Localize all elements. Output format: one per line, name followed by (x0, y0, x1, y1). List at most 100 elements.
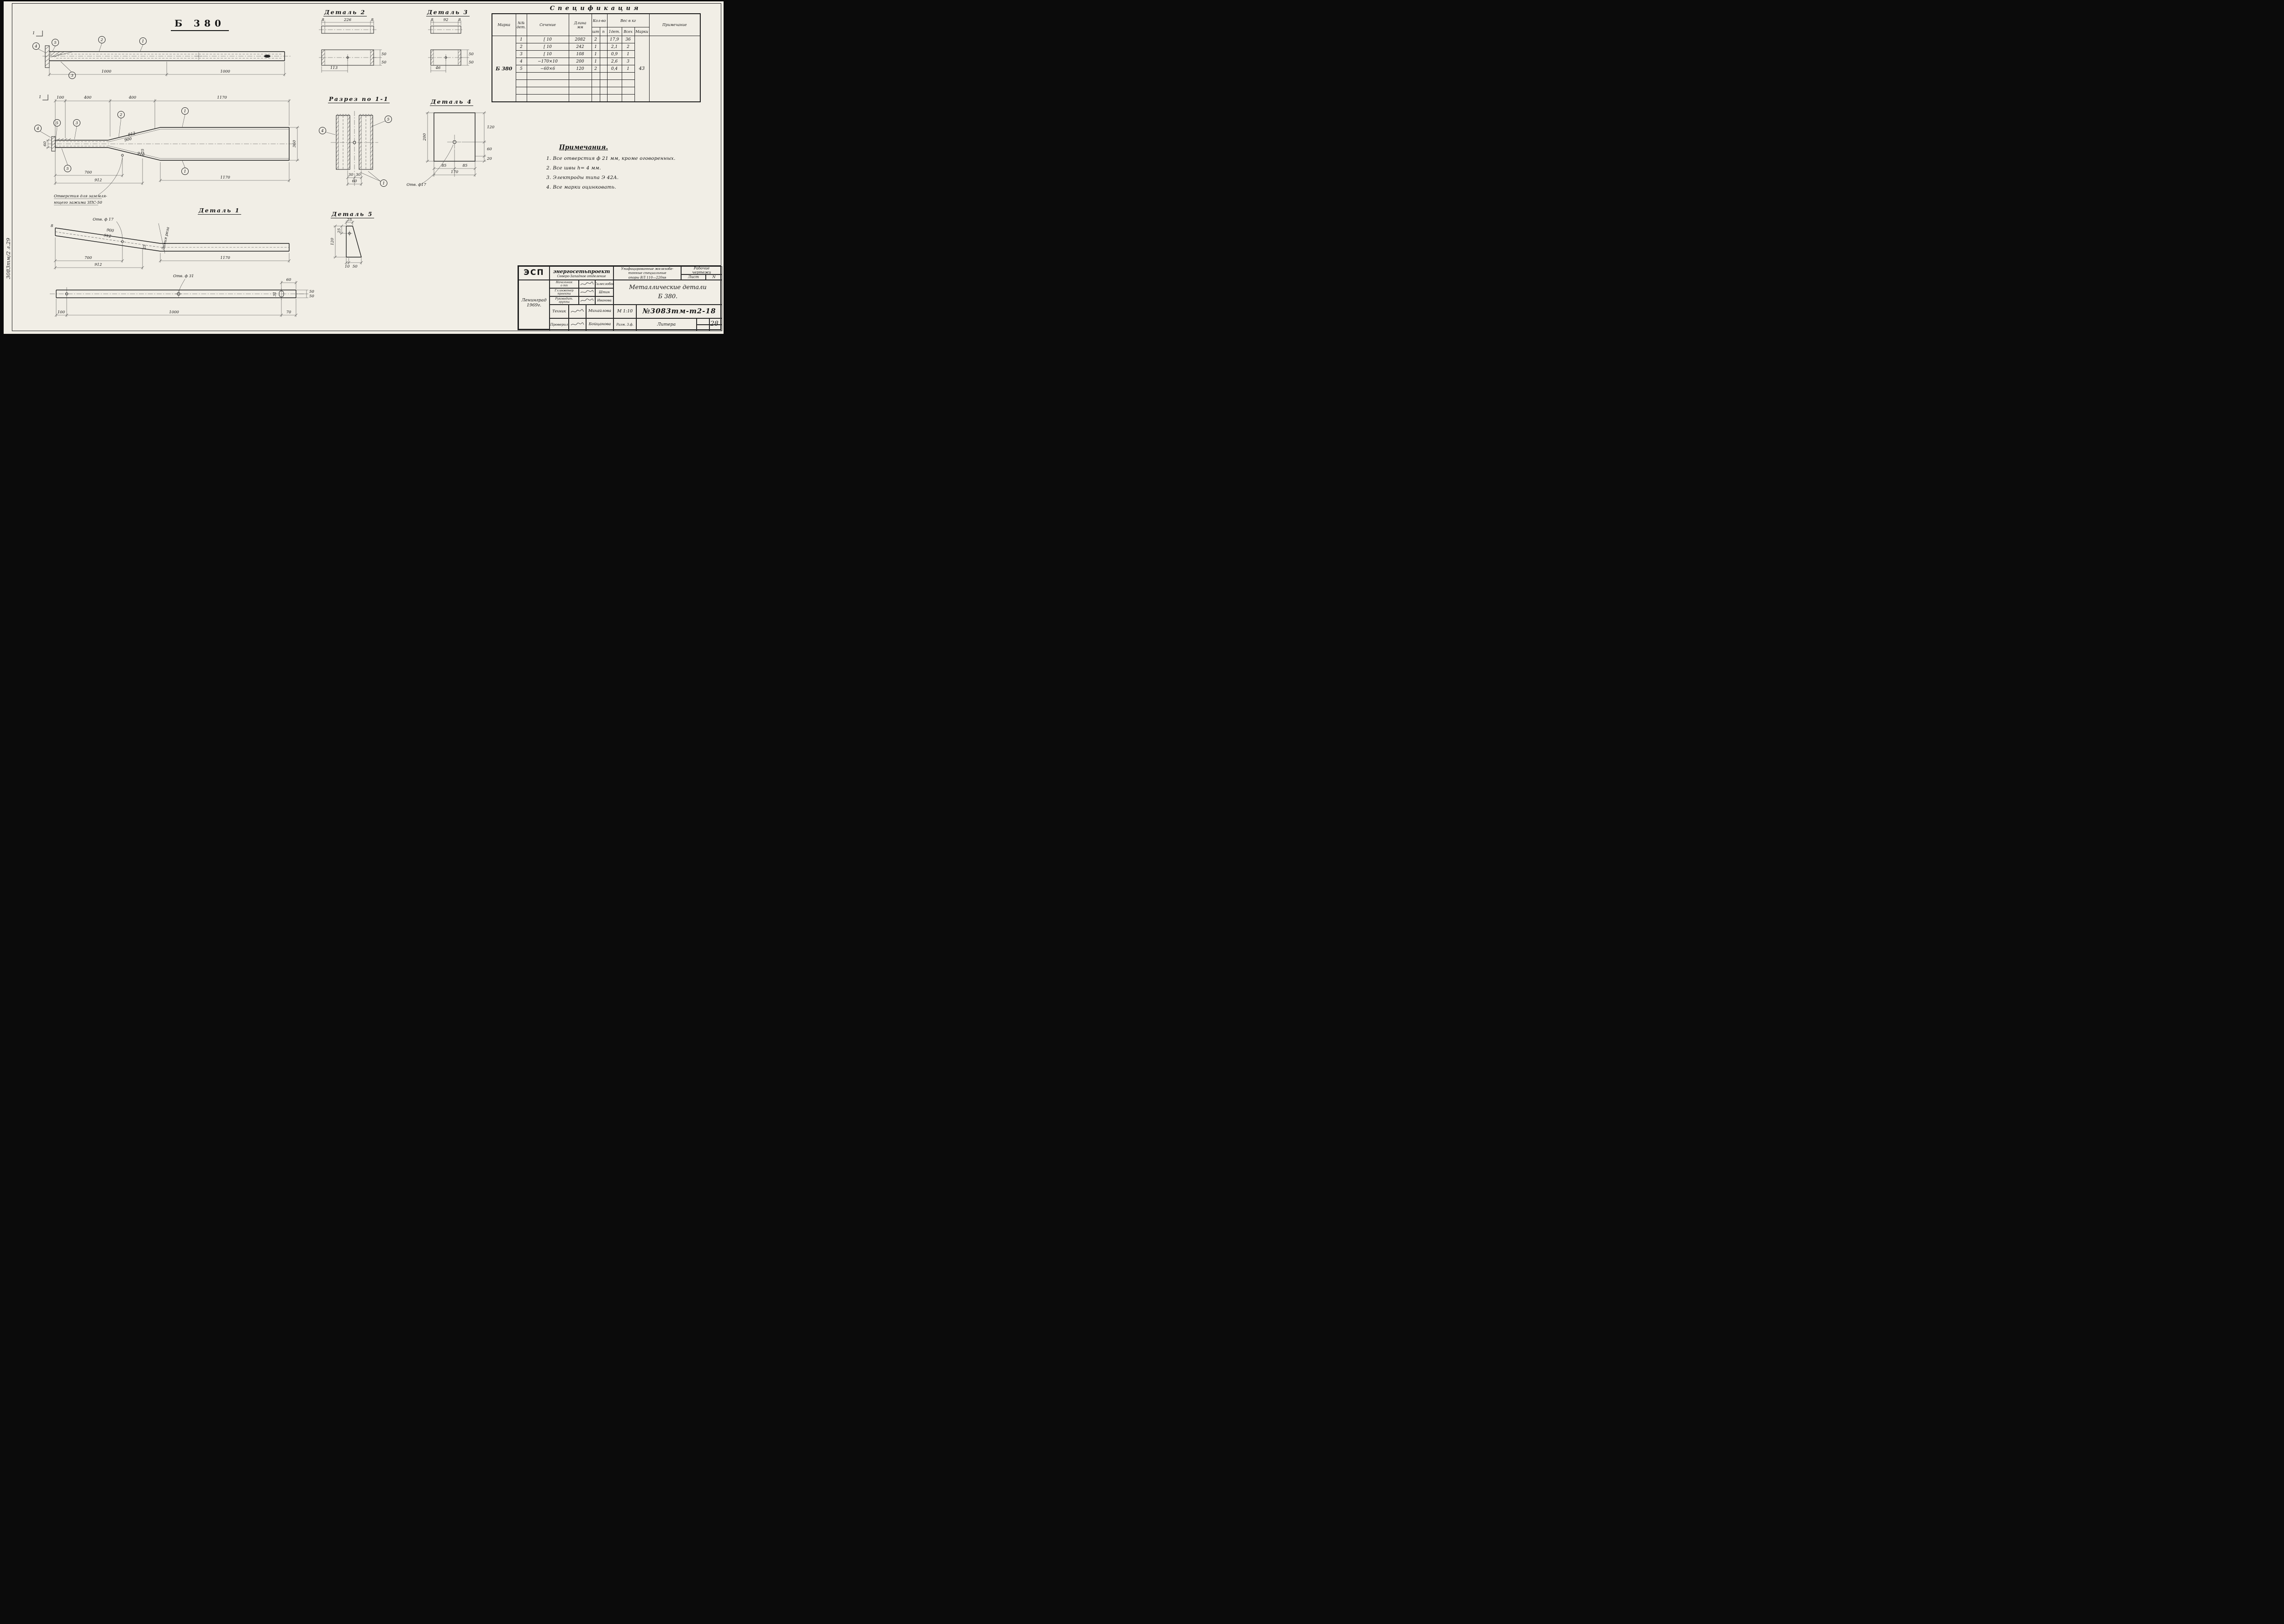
spec-cell: 2 (621, 43, 635, 51)
litera-box (709, 318, 722, 325)
spec-cell: 1 (591, 58, 600, 65)
signature-scribble (580, 298, 594, 302)
tech-role-cell: Техник (550, 305, 569, 318)
size-note-cell: Разм. 3.ф. (613, 318, 636, 331)
section-1-1-geometry (331, 111, 378, 186)
spec-cell: 0,9 (607, 50, 622, 58)
dim-label: 100 (58, 310, 65, 315)
spec-cell (599, 58, 608, 65)
spec-cell: 4 (515, 58, 527, 65)
dim-label: 8 (322, 18, 324, 22)
drawing-scan-page: 3083тм/2 л.29 Б 380 1 1000 1000 4 5 2 1 … (0, 0, 726, 340)
drawing-subject-cell: Металлические детали Б 380. (613, 280, 722, 305)
tech-signature-cell (569, 305, 586, 318)
dim-label: 92 (444, 18, 449, 22)
svg-text:4: 4 (321, 129, 323, 133)
detail3-drawing: 8 92 8 46 50 50 (428, 18, 474, 73)
dim-label: 60 (43, 141, 48, 146)
callout-5b: 5 (61, 148, 71, 172)
subject-line2: Б 380. (658, 293, 678, 300)
detail2-drawing: 8 226 8 113 50 50 (319, 18, 386, 73)
litera-box (697, 325, 709, 331)
spec-cell: 3 (621, 58, 635, 65)
detail5-geometry (333, 221, 363, 264)
callout-5: 5 (371, 116, 392, 127)
spec-row-empty (492, 79, 700, 87)
tech-name-cell: Михайлова (586, 305, 613, 318)
org-branch: Северо-Западное отделение (557, 274, 606, 278)
approval-role-l2: о тп (560, 284, 568, 287)
callout-5: 5 (52, 39, 59, 52)
dim-label: 70 (286, 310, 291, 315)
org-logo: ЭСП (518, 266, 550, 280)
spec-cell: 0,4 (607, 65, 622, 73)
notes-title: Примечания. (559, 144, 608, 151)
dim-label: 400 (128, 95, 137, 100)
approval-name-cell: Иванова (595, 296, 613, 305)
spec-cell: 120 (568, 65, 592, 73)
project-line2: тонные специальные (628, 271, 666, 275)
dim-label: 120 (487, 125, 495, 130)
spec-cell: −170×10 (526, 58, 569, 65)
svg-text:1: 1 (184, 169, 186, 174)
dim-label: 170 (451, 170, 459, 174)
svg-text:5: 5 (387, 117, 389, 122)
beam-side-view: 1 1000 1000 4 5 2 1 3 (32, 31, 292, 79)
detail4-geometry (421, 111, 486, 185)
note-item: 3. Электроды типа Э 42А. (546, 175, 619, 180)
org-name-cell: энергосетьпроект Северо-Западное отделен… (550, 266, 613, 280)
approval-role-l1: Гл.инженер (555, 289, 574, 292)
svg-text:5: 5 (56, 121, 58, 126)
spec-col-qty-sub1: шт (591, 27, 600, 36)
spec-col-detno-l2: дет. (517, 25, 526, 29)
city-year-cell: Ленинград 1969г. (518, 280, 550, 329)
detail5-drawing: 25 25 120 10 50 (330, 218, 363, 269)
section-cut-mark: 1 (39, 95, 41, 100)
spec-cell: 3 (515, 50, 527, 58)
callout-1: 1 (181, 107, 189, 127)
dim-label: 25 (337, 228, 342, 234)
callout-1b: 1 (181, 160, 189, 175)
signature-scribble (580, 290, 594, 293)
callout-3: 3 (73, 119, 80, 140)
dim-label: 912 (104, 233, 112, 239)
sheet-number-cell: N (706, 274, 722, 280)
approval-signature-cell (579, 296, 595, 305)
check-signature-cell (569, 318, 586, 331)
callout-2: 2 (117, 111, 125, 137)
sheet-label-cell: Лист (681, 274, 706, 280)
spec-cell (599, 50, 608, 58)
dim-label: 20 (486, 157, 492, 161)
check-name-cell: Бойцанова (586, 318, 613, 331)
spec-col-section: Сечение (526, 13, 569, 36)
page-number-handwritten: 28 (710, 320, 719, 327)
dim-label: 900 (106, 228, 115, 233)
callout-5: 5 (53, 119, 61, 140)
dim-label: 700 (85, 256, 92, 260)
spec-cell: 2 (515, 43, 527, 51)
spec-col-w-one: 1дет. (607, 27, 622, 36)
callout-4: 4 (32, 42, 46, 53)
svg-text:2: 2 (100, 38, 103, 42)
dim-label: 700 (85, 170, 92, 175)
spec-cell: 1 (591, 43, 600, 51)
detail3-heading: Деталь 3 (426, 9, 470, 16)
archive-margin-note: 3083тм/2 л.29 (5, 237, 11, 279)
beam-plan-view: 1 100 400 400 1170 60 360 912 900 916 25… (34, 95, 299, 206)
dim-label: 100 (57, 95, 64, 100)
hole-note: Отв. ф 31 (173, 274, 194, 279)
beam-plan-geometry (42, 95, 299, 206)
dim-label: 85 (463, 163, 468, 168)
signature-scribble (571, 309, 584, 313)
dim-label: 360 (292, 140, 297, 148)
doc-kind-line1: Рабочие (693, 266, 710, 270)
dim-label: 916 (137, 151, 145, 158)
spec-cell: [ 10 (526, 36, 569, 43)
svg-text:1: 1 (142, 39, 144, 44)
approval-role-l2: группы (558, 301, 570, 304)
document-number-cell: №3083тм-т2-18 (636, 305, 722, 318)
spec-cell: 2 (591, 36, 600, 43)
